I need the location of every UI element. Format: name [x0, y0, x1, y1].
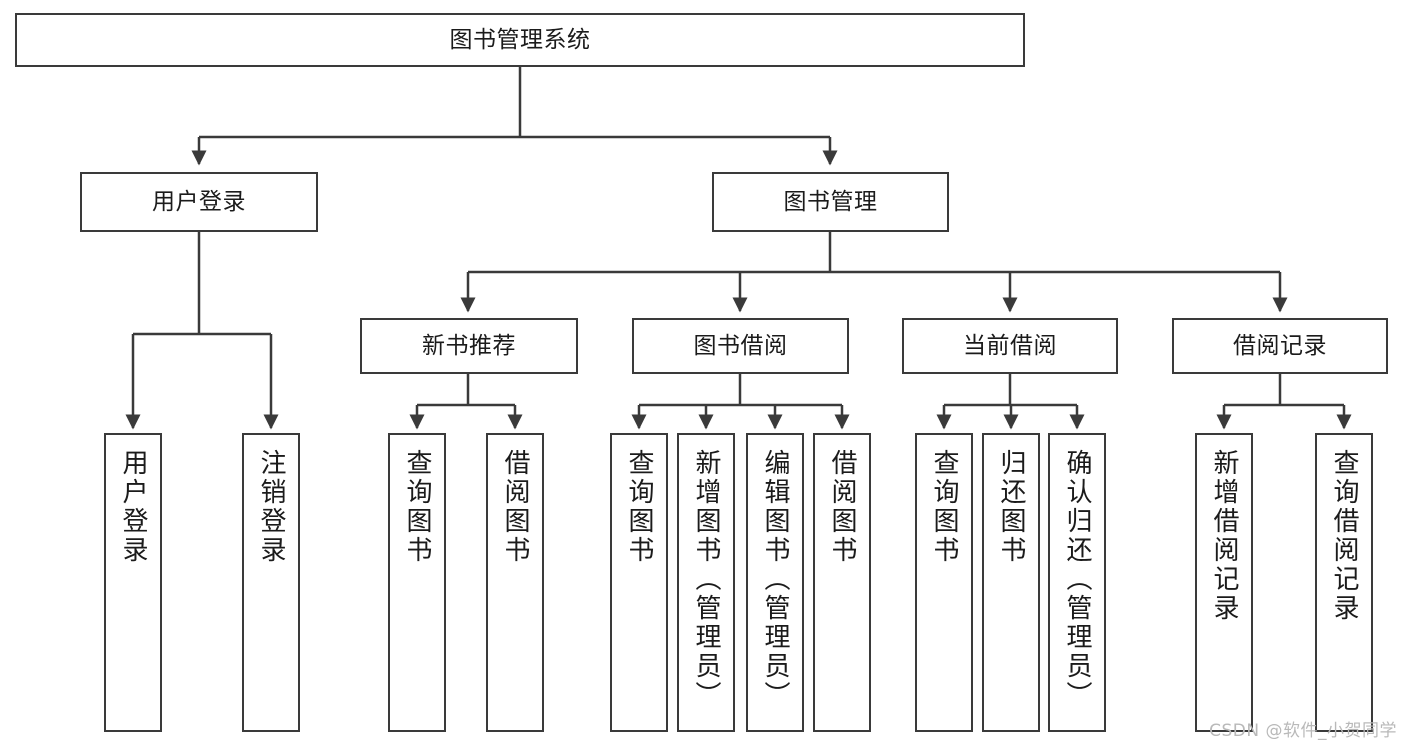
leaf-return-book[interactable]: 归还图书: [982, 433, 1040, 732]
leaf-query-book-3-label: 查询图书: [929, 449, 959, 565]
leaf-borrow-book-2[interactable]: 借阅图书: [813, 433, 871, 732]
leaf-edit-book-label: 编辑图书（管理员）: [760, 449, 790, 710]
node-current-borrowing[interactable]: 当前借阅: [902, 318, 1118, 374]
leaf-query-book-2-label: 查询图书: [624, 449, 654, 565]
leaf-logout[interactable]: 注销登录: [242, 433, 300, 732]
node-borrowing-record[interactable]: 借阅记录: [1172, 318, 1388, 374]
leaf-query-book-2[interactable]: 查询图书: [610, 433, 668, 732]
leaf-confirm-return-label: 确认归还（管理员）: [1062, 449, 1092, 710]
leaf-add-book[interactable]: 新增图书（管理员）: [677, 433, 735, 732]
leaf-borrow-book-2-label: 借阅图书: [827, 449, 857, 565]
leaf-add-book-label: 新增图书（管理员）: [691, 449, 721, 710]
node-new-book-recommendation[interactable]: 新书推荐: [360, 318, 578, 374]
leaf-user-login-label: 用户登录: [118, 449, 148, 565]
node-book-borrowing-label: 图书借阅: [693, 332, 788, 359]
leaf-query-record[interactable]: 查询借阅记录: [1315, 433, 1373, 732]
leaf-borrow-book-1[interactable]: 借阅图书: [486, 433, 544, 732]
node-book-management[interactable]: 图书管理: [712, 172, 949, 232]
leaf-add-record[interactable]: 新增借阅记录: [1195, 433, 1253, 732]
leaf-add-record-label: 新增借阅记录: [1209, 449, 1239, 623]
node-user-login-label: 用户登录: [152, 188, 246, 215]
leaf-query-book-1[interactable]: 查询图书: [388, 433, 446, 732]
node-borrowing-record-label: 借阅记录: [1233, 332, 1327, 359]
leaf-logout-label: 注销登录: [256, 449, 286, 565]
leaf-borrow-book-1-label: 借阅图书: [500, 449, 530, 565]
node-book-management-label: 图书管理: [783, 188, 878, 215]
node-current-borrowing-label: 当前借阅: [963, 332, 1057, 359]
leaf-return-book-label: 归还图书: [996, 449, 1026, 565]
node-new-book-recommendation-label: 新书推荐: [422, 332, 516, 359]
leaf-query-book-1-label: 查询图书: [402, 449, 432, 565]
node-book-borrowing[interactable]: 图书借阅: [632, 318, 849, 374]
node-user-login[interactable]: 用户登录: [80, 172, 318, 232]
leaf-query-book-3[interactable]: 查询图书: [915, 433, 973, 732]
node-root-label: 图书管理系统: [449, 26, 591, 53]
node-root[interactable]: 图书管理系统: [15, 13, 1025, 67]
watermark: CSDN @软件_小贺同学: [1209, 721, 1397, 741]
leaf-confirm-return[interactable]: 确认归还（管理员）: [1048, 433, 1106, 732]
leaf-query-record-label: 查询借阅记录: [1329, 449, 1359, 623]
leaf-user-login[interactable]: 用户登录: [104, 433, 162, 732]
leaf-edit-book[interactable]: 编辑图书（管理员）: [746, 433, 804, 732]
